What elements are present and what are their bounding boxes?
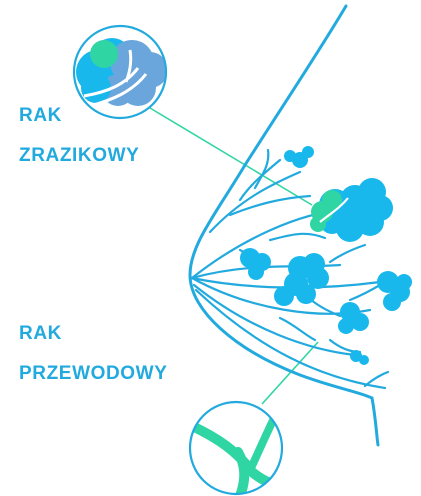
label-ductal-line1: RAK xyxy=(19,323,62,344)
label-ductal-line2: PRZEWODOWY xyxy=(19,363,168,384)
callout-line-lobular xyxy=(149,107,313,206)
lobules xyxy=(240,146,412,365)
breast-outline xyxy=(188,4,380,447)
lobule-icon xyxy=(284,146,314,168)
lobule-icon xyxy=(377,271,412,311)
magnifier-lobular xyxy=(72,24,168,120)
lobule-icon xyxy=(350,350,369,365)
magnifier-ductal xyxy=(188,400,284,496)
lobule-icon xyxy=(240,248,271,280)
label-lobular-line2: ZRAZIKOWY xyxy=(19,145,140,166)
duct-in-lobule xyxy=(319,197,349,223)
lobule-icon xyxy=(274,253,329,306)
label-lobular-line1: RAK xyxy=(19,105,62,126)
callout-line-ductal xyxy=(261,341,319,405)
lobule-icon xyxy=(338,302,369,334)
lobular-cancer-region xyxy=(310,190,342,232)
